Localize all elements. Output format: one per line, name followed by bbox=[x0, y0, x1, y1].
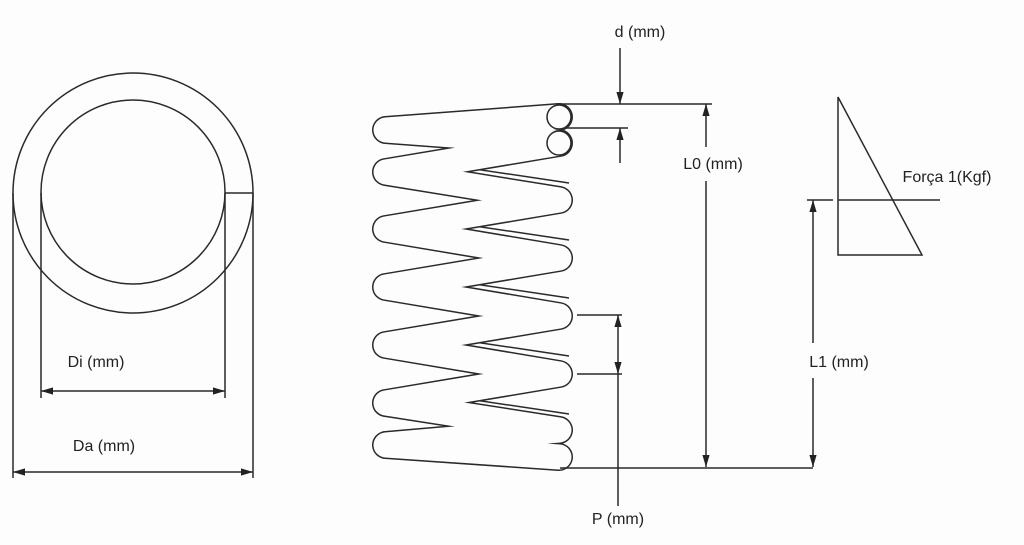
l1-label: L1 (mm) bbox=[809, 354, 869, 371]
d-label: d (mm) bbox=[614, 24, 666, 41]
wire-section-circle bbox=[546, 104, 572, 130]
spring-coils bbox=[372, 103, 573, 471]
wire-section-circle bbox=[546, 130, 572, 156]
da-label: Da (mm) bbox=[72, 438, 136, 455]
inner-circle bbox=[40, 99, 226, 285]
outer-circle bbox=[12, 72, 254, 314]
dimensions bbox=[557, 48, 940, 506]
l0-label: L0 (mm) bbox=[683, 156, 743, 173]
p-label: P (mm) bbox=[591, 511, 645, 528]
end-view bbox=[12, 72, 254, 478]
di-label: Di (mm) bbox=[67, 354, 125, 371]
spring-wire-fill bbox=[373, 104, 572, 470]
forca-label: Força 1(Kgf) bbox=[902, 169, 992, 186]
force-triangle bbox=[837, 96, 924, 256]
